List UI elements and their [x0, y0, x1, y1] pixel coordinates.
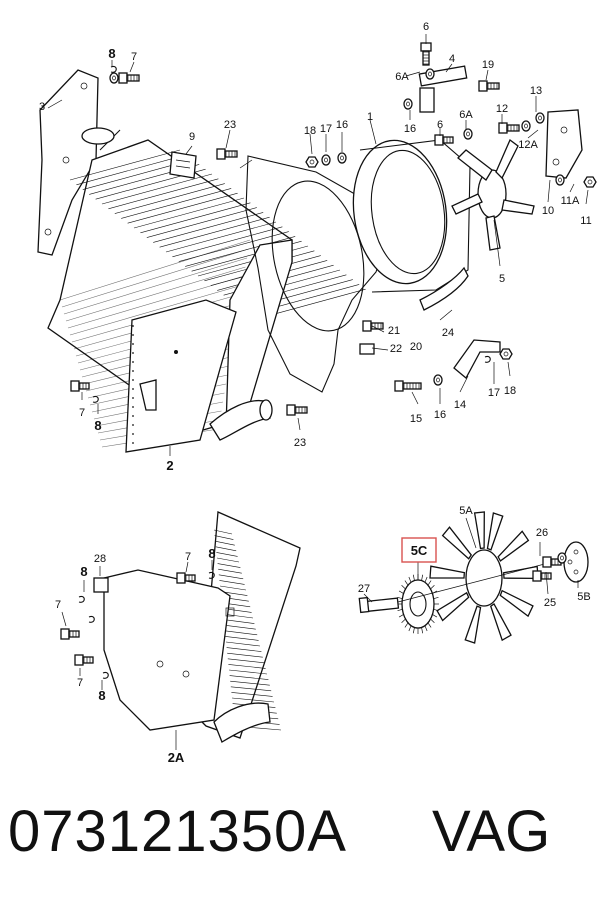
- callout-label-top-14: 6: [437, 119, 443, 131]
- callout-label-top-16: 12: [496, 103, 508, 115]
- callout-label-top-3: 19: [482, 59, 494, 71]
- bracket-14: [453, 339, 501, 380]
- callout-label-top-18: 12A: [518, 139, 538, 151]
- callout-label-top-11: 16: [336, 119, 348, 131]
- callout-label-top-29: 18: [504, 385, 516, 397]
- callout-label-bottom-4: 8: [208, 546, 215, 561]
- callout-label-top-10: 17: [320, 123, 332, 135]
- callout-label-top-24: 22: [390, 343, 402, 355]
- viscous-clutch-5c: [397, 574, 439, 634]
- callout-label-top-2: 4: [449, 53, 455, 65]
- callout-label-bottom-10: 7: [77, 677, 83, 689]
- callout-label-bottom-8: 25: [544, 597, 556, 609]
- leader-lines-bottom: [61, 517, 579, 750]
- radiator-core: [47, 127, 366, 448]
- baffle-plate-2: [125, 299, 237, 453]
- brand-name: VAG: [432, 799, 551, 864]
- fan-5: [451, 138, 535, 251]
- callout-label-top-12: 1: [367, 111, 373, 123]
- fan-5a: [429, 511, 539, 644]
- callout-label-top-35: 16: [434, 409, 446, 421]
- callout-label-top-20: 11A: [561, 195, 580, 207]
- bracket-4: [418, 65, 468, 113]
- radiator-lower-view: [199, 511, 301, 743]
- belt-24: [419, 266, 469, 311]
- callout-label-top-21: 11: [580, 215, 591, 227]
- callout-label-bottom-3: 7: [185, 551, 191, 563]
- callout-label-top-19: 10: [542, 205, 554, 217]
- callout-label-top-7: 9: [189, 131, 195, 143]
- callout-label-bottom-12: 2A: [168, 750, 185, 765]
- gasket-strip-9: [169, 151, 197, 179]
- fasteners-bottom: [60, 552, 567, 679]
- callout-label-top-34: 15: [410, 413, 422, 425]
- fasteners-top: [70, 42, 597, 416]
- callout-label-top-23: 21: [388, 325, 400, 337]
- callout-label-bottom-9: 5B: [577, 591, 590, 603]
- callout-label-top-1: 6A: [395, 71, 409, 83]
- shroud-ring-1: [352, 139, 471, 293]
- callout-label-top-8: 23: [224, 119, 236, 131]
- callout-label-bottom-6: 7: [55, 599, 61, 611]
- bolt-27: [358, 559, 561, 614]
- callout-label-top-30: 7: [79, 407, 85, 419]
- callout-label-top-4: 8: [108, 46, 115, 61]
- callout-label-top-0: 6: [423, 21, 429, 33]
- callout-label-top-6: 3: [39, 101, 45, 113]
- callout-label-top-9: 18: [304, 125, 316, 137]
- callout-label-bottom-11: 8: [98, 688, 105, 703]
- leader-lines-top: [47, 34, 589, 456]
- callout-label-bottom-0: 5A: [459, 505, 473, 517]
- baffle-plate-2a: [103, 569, 235, 731]
- bracket-3: [37, 69, 99, 256]
- callout-label-bottom-1: 26: [536, 527, 548, 539]
- callout-5c-label: 5C: [411, 543, 428, 558]
- callout-label-top-25: 20: [410, 341, 422, 353]
- callout-label-top-27: 14: [454, 399, 466, 411]
- callout-label-top-33: 23: [294, 437, 306, 449]
- callout-label-bottom-5: 8: [80, 564, 87, 579]
- callout-label-top-15: 6A: [459, 109, 473, 121]
- callout-label-top-26: 24: [442, 327, 454, 339]
- callout-label-top-13: 16: [404, 123, 416, 135]
- radiator-outlet-pipe: [209, 399, 273, 441]
- callout-label-top-31: 8: [94, 418, 101, 433]
- callout-label-bottom-2: 28: [94, 553, 106, 565]
- hub-5b: [563, 541, 589, 583]
- bracket-10: [545, 109, 583, 179]
- callout-label-top-32: 2: [166, 458, 173, 473]
- callout-label-top-17: 13: [530, 85, 542, 97]
- callout-label-top-28: 17: [488, 387, 500, 399]
- callout-label-bottom-7: 27: [358, 583, 370, 595]
- callout-label-top-22: 5: [499, 273, 505, 285]
- callout-label-top-5: 7: [131, 51, 137, 63]
- highlight-callout-5c: 5C: [401, 537, 437, 563]
- part-number: 073121350A: [8, 799, 347, 864]
